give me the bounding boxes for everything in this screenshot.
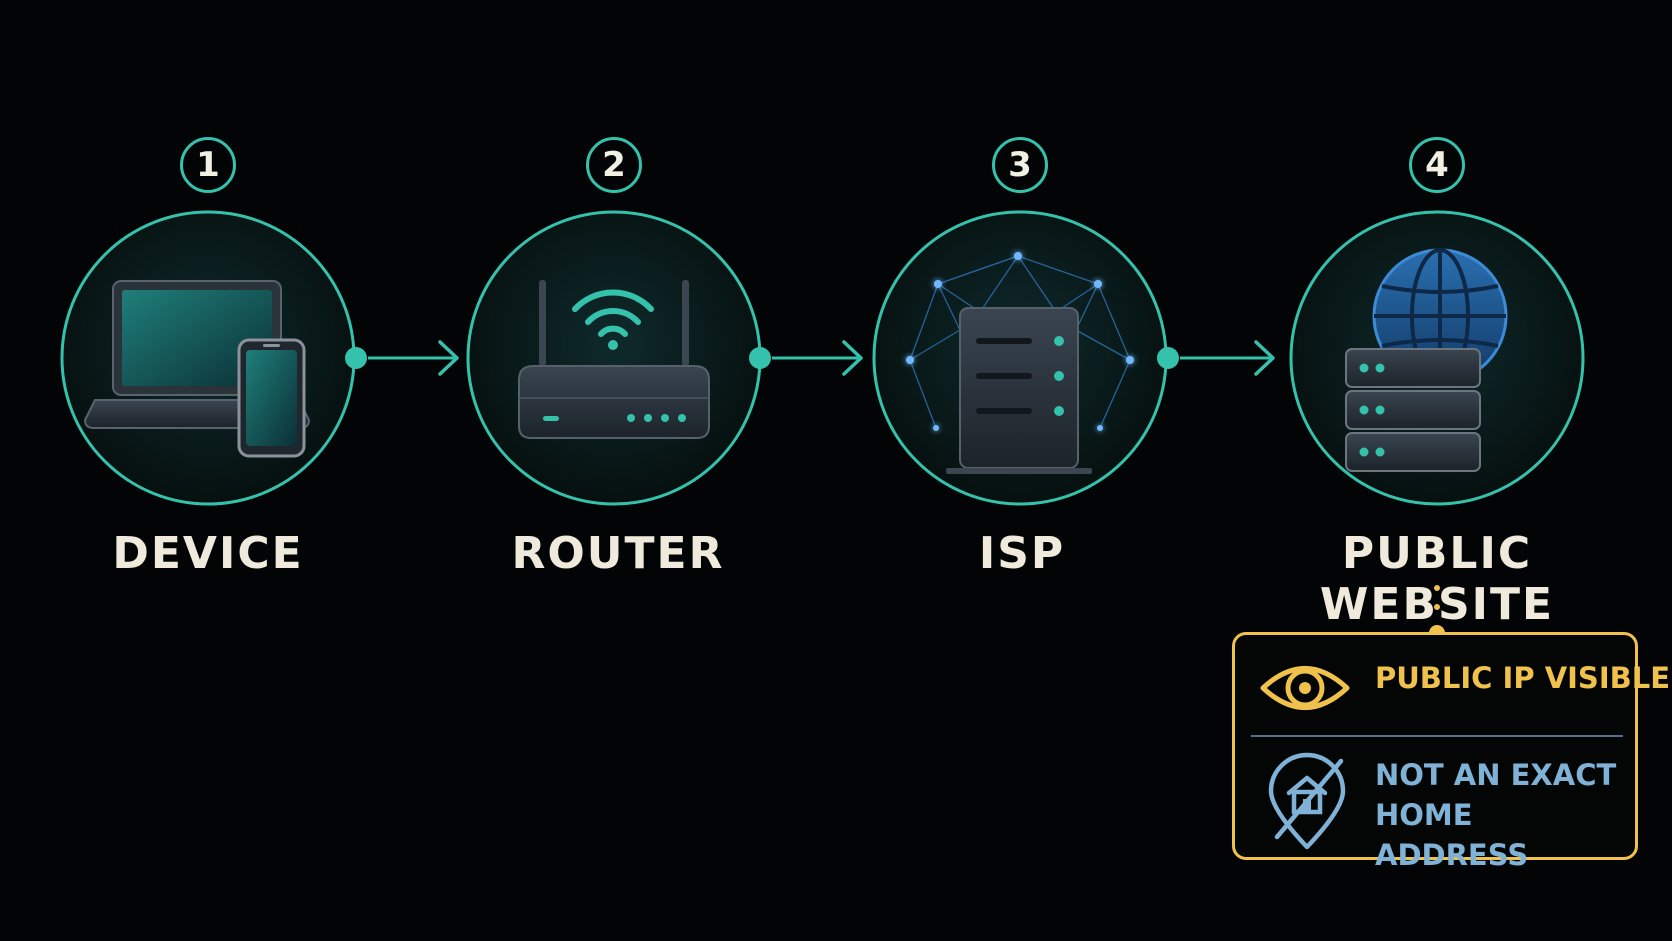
- step-number-badge: 3: [992, 137, 1048, 193]
- router-label: ROUTER: [511, 528, 725, 579]
- connector-3-4: [1157, 340, 1275, 376]
- laptop-phone-icon: [83, 280, 311, 458]
- isp-label: ISP: [978, 528, 1066, 579]
- not-home-address-line2: HOME ADDRESS: [1375, 798, 1529, 872]
- eye-icon: [1260, 666, 1350, 710]
- crossed-location-pin-icon: [1268, 752, 1346, 850]
- step-number-badge: 1: [180, 137, 236, 193]
- isp-server-network-icon: [906, 252, 1134, 474]
- connector-2-3: [749, 340, 863, 376]
- not-home-address-line1: NOT AN EXACT: [1375, 758, 1617, 792]
- connector-1-2: [345, 340, 459, 376]
- public-website-label: PUBLIC WEBSITE: [1319, 528, 1555, 630]
- wifi-router-icon: [518, 280, 710, 439]
- public-ip-visible-text: PUBLIC IP VISIBLE: [1375, 661, 1670, 695]
- step-number-badge: 4: [1409, 137, 1465, 193]
- globe-server-icon: [1345, 248, 1508, 472]
- device-label: DEVICE: [112, 528, 304, 579]
- step-number-badge: 2: [586, 137, 642, 193]
- ip-info-box: PUBLIC IP VISIBLE NOT AN EXACT HOME ADDR…: [1232, 632, 1670, 872]
- info-divider: [1251, 735, 1623, 737]
- router-node-circle: [466, 210, 762, 506]
